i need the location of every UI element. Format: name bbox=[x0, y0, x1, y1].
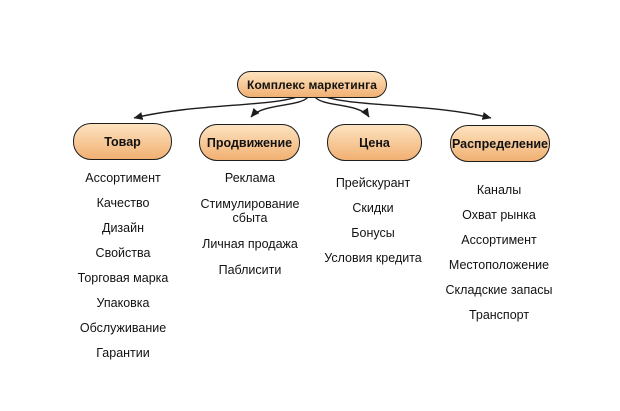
arrow-root-to-product bbox=[133, 94, 303, 120]
branch-node-promotion: Продвижение bbox=[199, 124, 300, 161]
list-item: Транспорт bbox=[468, 308, 530, 322]
list-item: Условия кредита bbox=[324, 251, 422, 265]
list-item: Гарантии bbox=[96, 346, 150, 360]
list-item: Стимулирование сбыта bbox=[200, 197, 300, 225]
list-item: Личная продажа bbox=[202, 237, 298, 251]
list-item: Реклама bbox=[224, 171, 276, 185]
product-items-list: Ассортимент Качество Дизайн Свойства Тор… bbox=[63, 171, 183, 360]
price-items-list: Прейскурант Скидки Бонусы Условия кредит… bbox=[313, 176, 433, 265]
list-item: Ассортимент bbox=[85, 171, 161, 185]
list-item: Свойства bbox=[95, 246, 151, 260]
distribution-items-list: Каналы Охват рынка Ассортимент Местополо… bbox=[434, 183, 564, 322]
list-item: Упаковка bbox=[96, 296, 150, 310]
branch-node-label: Товар bbox=[104, 134, 141, 149]
branch-node-distribution: Распределение bbox=[450, 125, 550, 162]
branch-node-label: Распределение bbox=[451, 136, 548, 151]
promotion-items-list: Реклама Стимулирование сбыта Личная прод… bbox=[195, 171, 305, 277]
list-item: Качество bbox=[96, 196, 150, 210]
arrow-root-to-promotion bbox=[250, 96, 309, 118]
list-item: Бонусы bbox=[351, 226, 395, 240]
root-node-marketing-mix: Комплекс маркетинга bbox=[237, 71, 387, 98]
root-node-label: Комплекс маркетинга bbox=[247, 77, 377, 92]
list-item: Обслуживание bbox=[79, 321, 167, 335]
list-item: Дизайн bbox=[101, 221, 145, 235]
list-item: Прейскурант bbox=[335, 176, 411, 190]
list-item: Складские запасы bbox=[445, 283, 553, 297]
list-item: Ассортимент bbox=[461, 233, 537, 247]
branch-node-product: Товар bbox=[73, 123, 172, 160]
arrow-root-to-price bbox=[314, 96, 370, 118]
list-item: Охват рынка bbox=[462, 208, 536, 222]
list-item: Торговая марка bbox=[77, 271, 169, 285]
list-item: Скидки bbox=[352, 201, 394, 215]
branch-node-label: Продвижение bbox=[206, 135, 293, 150]
branch-node-label: Цена bbox=[359, 135, 390, 150]
arrow-root-to-distribution bbox=[320, 94, 492, 120]
list-item: Каналы bbox=[476, 183, 522, 197]
branch-node-price: Цена bbox=[327, 124, 422, 161]
list-item: Паблисити bbox=[218, 263, 282, 277]
list-item: Местоположение bbox=[448, 258, 550, 272]
